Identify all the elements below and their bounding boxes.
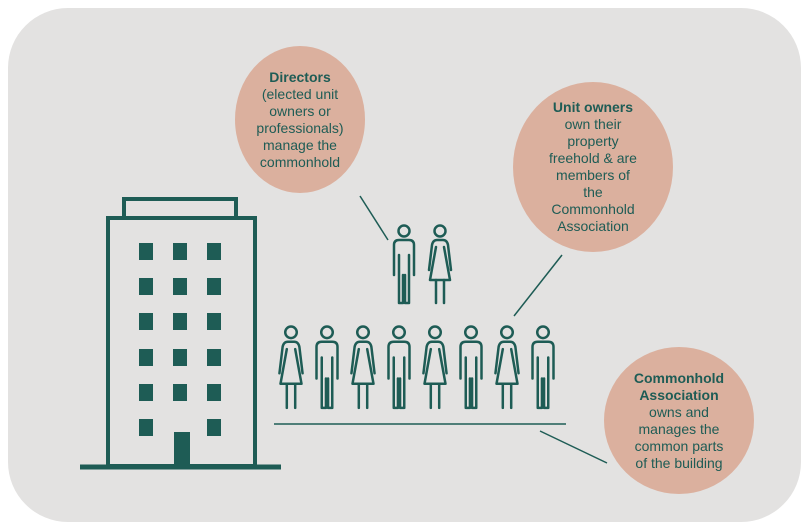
- window: [173, 384, 187, 401]
- association-title-line: Commonhold: [633, 369, 725, 386]
- association-bubble: Commonhold Association owns and manages …: [604, 347, 754, 494]
- directors-line: professionals): [256, 119, 344, 136]
- window: [207, 419, 221, 436]
- association-line: common parts: [634, 437, 724, 454]
- association-line: manages the: [638, 420, 720, 437]
- connector-association: [539, 430, 608, 464]
- unit-owners-title: Unit owners: [552, 99, 634, 115]
- directors-bubble: Directors (elected unit owners or profes…: [235, 46, 365, 193]
- woman-figure: [422, 325, 448, 410]
- directors-text: Directors (elected unit owners or profes…: [256, 69, 343, 171]
- connector-directors: [359, 195, 389, 241]
- association-line: owns and: [649, 403, 709, 420]
- woman-figure: [278, 325, 304, 410]
- directors-line: manage the: [263, 136, 337, 153]
- window: [207, 243, 221, 260]
- man-figure: [387, 325, 411, 410]
- association-text: Commonhold Association owns and manages …: [634, 370, 724, 472]
- unit-owners-line: members of: [556, 167, 630, 183]
- association-line: of the building: [635, 454, 723, 471]
- group-of-people-icon: [278, 325, 555, 410]
- window: [207, 313, 221, 330]
- window: [139, 349, 153, 366]
- window: [173, 278, 187, 295]
- window: [139, 278, 153, 295]
- apartment-building-icon: [80, 197, 281, 470]
- window: [139, 313, 153, 330]
- unit-owners-bubble: Unit owners own their property freehold …: [513, 82, 673, 252]
- unit-owners-line: own their: [564, 116, 622, 132]
- man-figure: [315, 325, 339, 410]
- unit-owners-text: Unit owners own their property freehold …: [549, 99, 637, 235]
- man-figure: [392, 224, 416, 305]
- association-title-line: Association: [639, 386, 719, 403]
- window: [207, 278, 221, 295]
- two-people-icon: [392, 224, 453, 305]
- window: [207, 384, 221, 401]
- woman-figure: [350, 325, 376, 410]
- window: [207, 349, 221, 366]
- unit-owners-line: Association: [557, 218, 629, 234]
- unit-owners-line: the: [583, 184, 603, 200]
- man-figure: [459, 325, 483, 410]
- window: [139, 419, 153, 436]
- unit-owners-line: freehold & are: [549, 150, 637, 166]
- window: [173, 349, 187, 366]
- woman-figure: [427, 224, 453, 305]
- unit-owners-line: Commonhold: [551, 201, 635, 217]
- unit-owners-line: property: [567, 133, 619, 149]
- window: [173, 243, 187, 260]
- directors-line: owners or: [269, 102, 331, 119]
- window: [173, 313, 187, 330]
- man-figure: [531, 325, 555, 410]
- directors-title: Directors: [269, 68, 331, 85]
- window: [139, 243, 153, 260]
- directors-line: commonhold: [259, 153, 341, 170]
- directors-line: (elected unit: [261, 85, 339, 102]
- woman-figure: [494, 325, 520, 410]
- window: [139, 384, 153, 401]
- connector-unit-owners: [513, 254, 563, 317]
